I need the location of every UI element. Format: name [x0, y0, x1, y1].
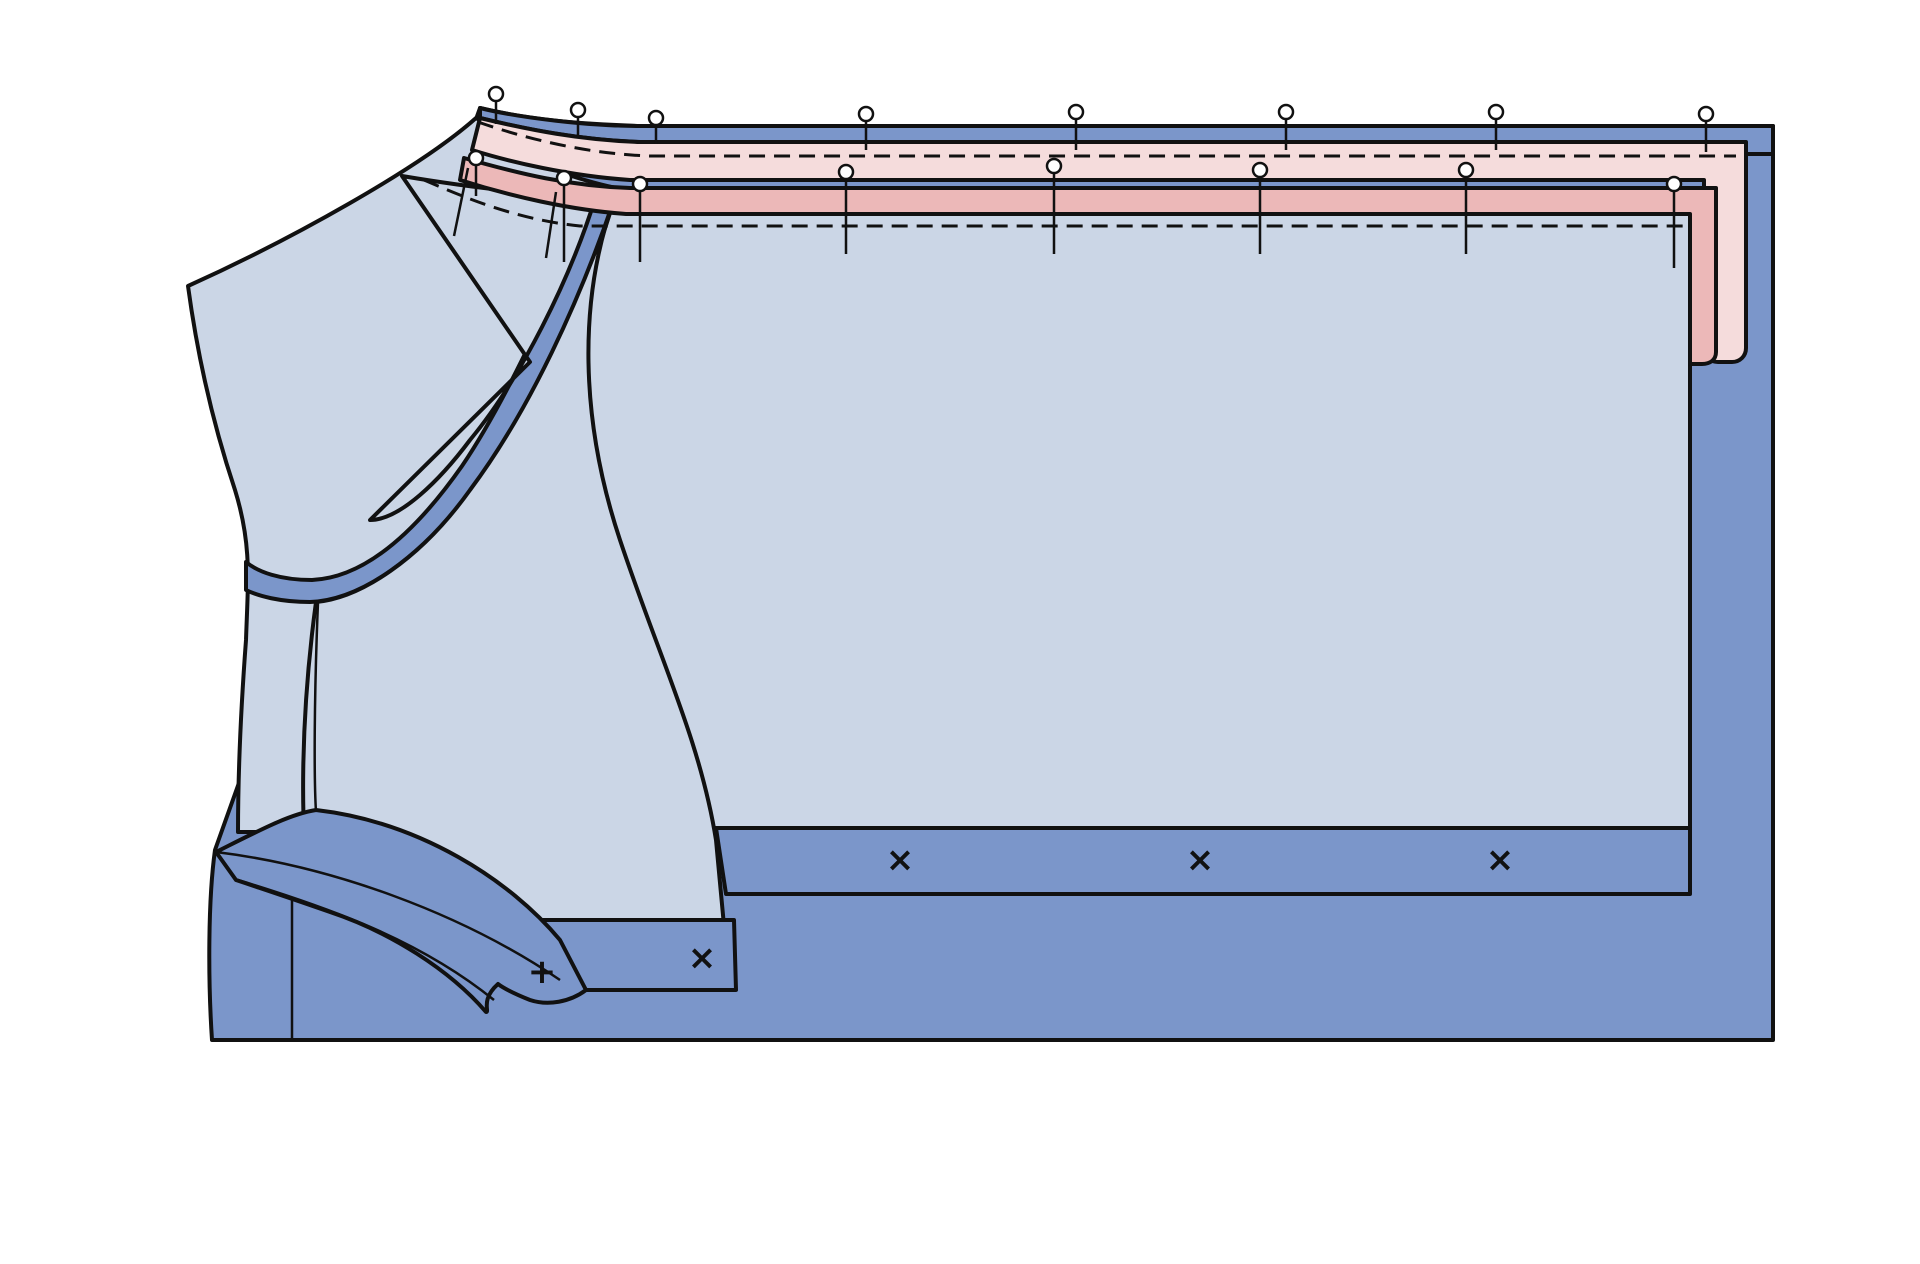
pin-icon: [1045, 157, 1063, 254]
hem-band: [714, 826, 1692, 896]
pin-icon: [1251, 161, 1269, 254]
plus-mark-icon: +: [528, 952, 557, 992]
pin-icon: [487, 85, 505, 124]
pin-icon: [837, 163, 855, 254]
marks-group: × × × × +: [528, 840, 1515, 992]
shoulder-mark-1: [452, 167, 470, 237]
side-seam: [313, 601, 320, 813]
pin-icon: [467, 149, 485, 196]
x-mark-icon: ×: [886, 840, 915, 880]
x-mark-icon: ×: [1486, 840, 1515, 880]
pin-icon: [569, 101, 587, 138]
stitch-line-lower: [423, 178, 1690, 228]
pin-icon: [1487, 103, 1505, 150]
stitch-line-upper: [477, 120, 1736, 158]
corner-flap-inner: [237, 878, 495, 1001]
pin-icon: [1665, 175, 1683, 268]
pin-icon: [555, 169, 573, 262]
pin-icon: [1277, 103, 1295, 150]
pins-group: [467, 85, 1715, 268]
pin-icon: [1067, 103, 1085, 150]
pin-icon: [857, 105, 875, 150]
pin-icon: [631, 175, 649, 262]
pin-icon: [1697, 105, 1715, 152]
pin-icon: [647, 109, 665, 144]
binding-strip-lower: [458, 156, 1718, 366]
x-mark-icon: ×: [1186, 840, 1215, 880]
shoulder-mark-2: [544, 191, 558, 259]
x-mark-icon: ×: [688, 938, 717, 978]
corner-flap-fold: [215, 850, 561, 982]
pin-icon: [1457, 161, 1475, 254]
